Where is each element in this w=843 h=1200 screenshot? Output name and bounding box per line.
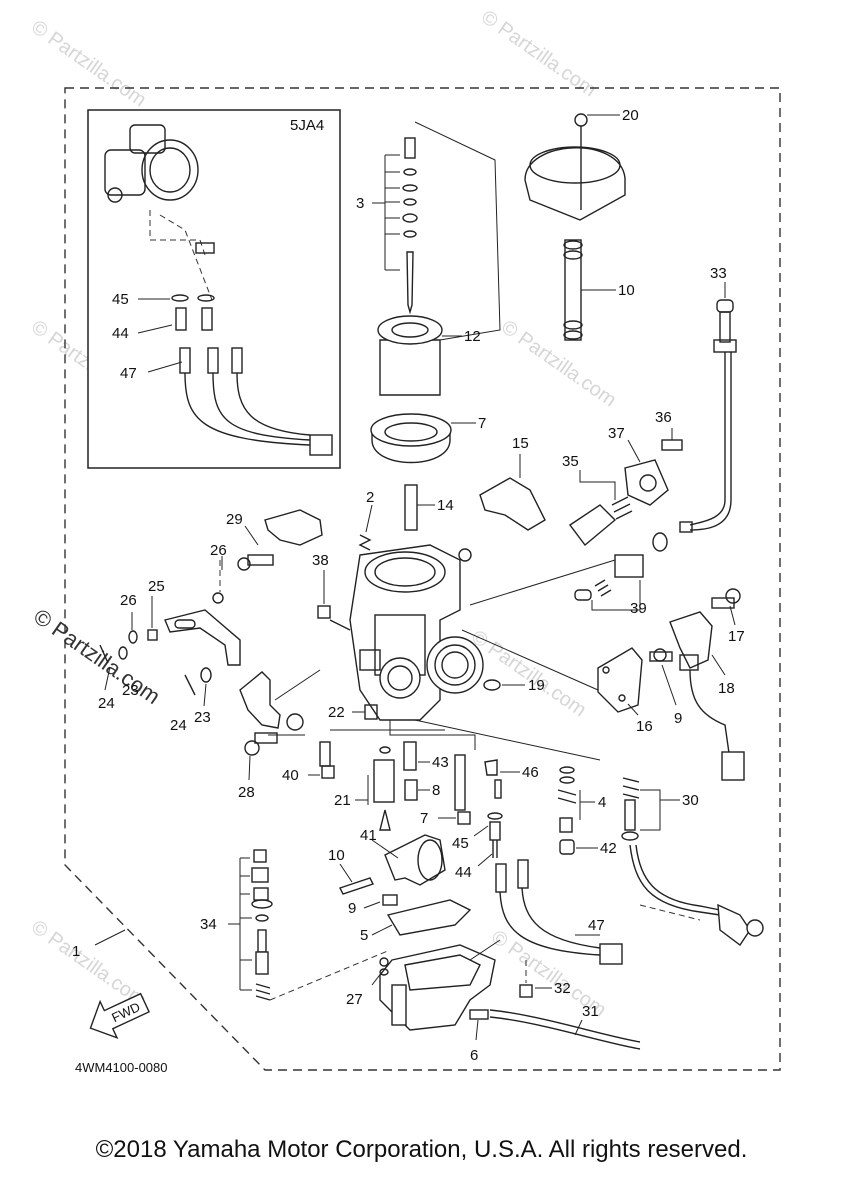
throttle-cable: 33 — [679, 265, 737, 533]
inset-callouts: 45 44 47 — [112, 291, 183, 382]
callout-24: 24 — [98, 695, 115, 712]
callout-9b: 9 — [674, 710, 682, 727]
callout-45b: 45 — [452, 835, 469, 852]
callout-38: 39 — [630, 600, 647, 617]
callout-42: 42 — [600, 840, 617, 857]
jet-needle-set: 3 — [356, 137, 418, 315]
drain-screw: 45 44 47 — [452, 812, 623, 965]
assembly-boundary — [64, 87, 781, 1071]
screw-39: 38 — [312, 552, 331, 619]
callout-28: 27 — [346, 991, 363, 1008]
callout-7: 7 — [420, 810, 428, 827]
float: 41 10 9 — [328, 827, 446, 917]
callout-15: 21 — [334, 792, 351, 809]
copyright-notice: ©2018 Yamaha Motor Corporation, U.S.A. A… — [95, 1136, 748, 1163]
callout-12: 7 — [478, 415, 486, 432]
pilot-jet-set: 34 — [200, 849, 391, 1001]
choke-plate: 36 37 — [608, 409, 683, 506]
callout-34: 34 — [200, 916, 217, 933]
callout-1-group: 1 — [72, 929, 126, 960]
callout-30: 30 — [682, 792, 699, 809]
spring-2: 2 — [358, 489, 374, 551]
throttle-linkage: 26 26 25 24 23 24 23 28 — [98, 542, 321, 801]
watermark-large: © Partzilla.com — [29, 604, 165, 710]
callout-37: 37 — [608, 425, 625, 442]
vent-hose: 15 — [479, 435, 546, 531]
starter-valve: 39 — [469, 532, 668, 617]
callout-43: 43 — [432, 754, 449, 771]
callout-41: 41 — [360, 827, 377, 844]
callout-26b: 26 — [120, 592, 137, 609]
watermark: © Partzilla.com — [477, 6, 600, 101]
callout-6: 6 — [470, 1047, 478, 1064]
callout-1: 1 — [72, 943, 80, 960]
callout-11: 10 — [618, 282, 635, 299]
callout-14: 14 — [437, 497, 454, 514]
bracket-29: 29 — [226, 509, 323, 571]
callout-8: 8 — [432, 782, 440, 799]
callout-36: 36 — [655, 409, 672, 426]
callout-45: 45 — [112, 291, 129, 308]
starter-plunger: 35 — [562, 453, 633, 547]
callout-39: 38 — [312, 552, 329, 569]
callout-24b: 24 — [170, 717, 187, 734]
callout-22: 20 — [622, 107, 639, 124]
callout-18: 16 — [636, 718, 653, 735]
callout-26: 26 — [210, 542, 227, 559]
inset-throttle-body — [104, 124, 333, 456]
piston-spring: 10 — [563, 239, 635, 341]
watermark: © Partzilla.com — [27, 16, 150, 111]
screw-14: 14 — [404, 484, 454, 531]
inset-label: 5JA4 — [290, 117, 324, 134]
watermark: © Partzilla.com — [497, 316, 620, 411]
throttle-piston: 12 — [377, 315, 481, 396]
callout-10: 10 — [328, 847, 345, 864]
callout-9: 9 — [348, 900, 356, 917]
callout-29: 29 — [226, 511, 243, 528]
callout-40: 40 — [282, 767, 299, 784]
cable-bracket: 17 18 16 9 19 — [461, 588, 745, 781]
callout-35: 35 — [562, 453, 579, 470]
callout-13: 12 — [464, 328, 481, 345]
callout-20: 18 — [718, 680, 735, 697]
callout-5: 5 — [360, 927, 368, 944]
diaphragm: 7 — [370, 413, 486, 464]
carburetor-body — [329, 544, 484, 721]
callout-31: 31 — [582, 1003, 599, 1020]
jets-and-needles: 22 40 21 43 8 7 46 4 — [282, 704, 764, 947]
diagram-code: 4WM4100-0080 — [75, 1060, 168, 1075]
callout-27: 28 — [238, 784, 255, 801]
callout-33: 33 — [710, 265, 727, 282]
callout-46: 46 — [522, 764, 539, 781]
callout-25: 25 — [148, 578, 165, 595]
callout-44: 44 — [112, 325, 129, 342]
callout-44b: 44 — [455, 864, 472, 881]
callout-2: 2 — [366, 489, 374, 506]
callout-23b: 23 — [194, 709, 211, 726]
float-bowl-gasket: 5 — [360, 899, 472, 944]
inset-box — [87, 109, 341, 469]
diaphragm-cap: 20 — [524, 107, 639, 221]
callout-16: 22 — [328, 704, 345, 721]
callout-3: 3 — [356, 195, 364, 212]
callout-23: 23 — [122, 682, 139, 699]
float-bowl: 27 6 32 31 — [346, 939, 641, 1064]
callout-32: 32 — [554, 980, 571, 997]
callout-19: 17 — [728, 628, 745, 645]
callout-47: 47 — [120, 365, 137, 382]
callout-21: 19 — [528, 677, 545, 694]
callout-47b: 47 — [588, 917, 605, 934]
callout-17: 15 — [512, 435, 529, 452]
callout-4: 4 — [598, 794, 606, 811]
